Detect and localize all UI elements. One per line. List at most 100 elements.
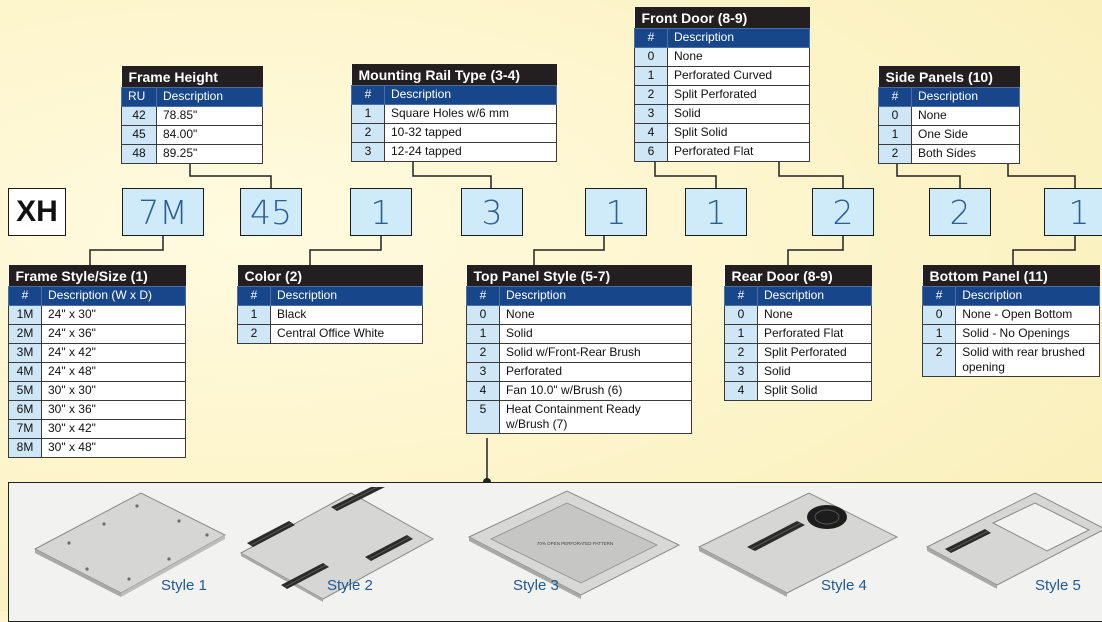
code-box-side-panels: 2 — [929, 188, 991, 236]
style-label: Style 1 — [161, 577, 207, 594]
table-cell: 4 — [634, 123, 668, 143]
style-3-plate-image: 70% OPEN PERFORATED PATTERN — [467, 490, 681, 599]
table-cell: 1M — [8, 305, 42, 325]
table-cell: 10-32 tapped — [384, 123, 557, 143]
table-cell: 6M — [8, 400, 42, 420]
table-cell: Central Office White — [270, 324, 423, 344]
style-4-plate-image — [697, 492, 899, 597]
table-cell: 4 — [724, 381, 758, 401]
top-panel-styles-panel: Style 1 Style 2 70% OPEN PERF — [8, 482, 1102, 622]
table-cell: 30" x 30" — [41, 381, 186, 401]
table-cell: 1 — [237, 305, 271, 325]
table-cell: Split Perforated — [757, 343, 872, 363]
table-cell: 2 — [237, 324, 271, 344]
table-cell: Fan 10.0" w/Brush (6) — [499, 381, 692, 401]
code-box-mounting-rail: 3 — [461, 188, 523, 236]
table-title: Side Panels (10) — [878, 66, 1020, 88]
table-cell: 78.85" — [156, 106, 263, 126]
table-cell: Both Sides — [911, 144, 1020, 164]
code-box-color: 1 — [350, 188, 412, 236]
table-cell: Solid — [667, 104, 810, 124]
table-cell: Perforated Flat — [757, 324, 872, 344]
table-cell: 5M — [8, 381, 42, 401]
table-cell: None — [499, 305, 692, 325]
column-header: Description — [757, 286, 872, 306]
table-cell: 2 — [351, 123, 385, 143]
column-header: # — [724, 286, 758, 306]
table-cell: 3 — [466, 362, 500, 382]
table-cell: 0 — [466, 305, 500, 325]
table-cell: 0 — [921, 305, 957, 325]
code-box-frame-style: 7M — [122, 188, 204, 236]
table-cell: 3 — [724, 362, 758, 382]
table-cell: Solid — [499, 324, 692, 344]
table-cell: Split Solid — [757, 381, 872, 401]
fan-icon — [807, 505, 847, 529]
table-cell: 24" x 48" — [41, 362, 186, 382]
table-cell: 2 — [878, 144, 912, 164]
table-cell: 4M — [8, 362, 42, 382]
style-label: Style 4 — [821, 577, 867, 594]
style-5-item: Style 5 — [921, 483, 1102, 607]
table-cell: 24" x 42" — [41, 343, 186, 363]
column-header: Description — [667, 28, 810, 48]
table-cell: 48 — [121, 144, 157, 164]
code-box-front-door: 1 — [685, 188, 747, 236]
style-1-plate-image — [33, 492, 227, 597]
table-cell: 7M — [8, 419, 42, 439]
code-box-top-panel: 1 — [585, 188, 647, 236]
table-cell: 2 — [634, 85, 668, 105]
table-cell: 30" x 42" — [41, 419, 186, 439]
table-cell: 89.25" — [156, 144, 263, 164]
table-cell: 8M — [8, 438, 42, 458]
table-title: Mounting Rail Type (3-4) — [351, 64, 557, 86]
table-cell: 1 — [466, 324, 500, 344]
column-header: Description — [955, 286, 1100, 306]
table-cell: Solid w/Front-Rear Brush — [499, 343, 692, 363]
table-cell: 2 — [724, 343, 758, 363]
mounting-rail-table: Mounting Rail Type (3-4) # Description 1… — [351, 64, 557, 162]
table-title: Color (2) — [237, 265, 423, 287]
style-3-item: 70% OPEN PERFORATED PATTERN Style 3 — [465, 483, 685, 607]
table-cell: Solid — [757, 362, 872, 382]
style-label: Style 5 — [1035, 577, 1081, 594]
table-cell: Solid - No Openings — [955, 324, 1100, 344]
style-4-item: Style 4 — [693, 483, 903, 607]
column-header: Description — [156, 87, 263, 107]
table-cell: 0 — [878, 106, 912, 126]
table-cell: Perforated Curved — [667, 66, 810, 86]
table-cell: 6 — [634, 142, 668, 162]
table-cell: 1 — [351, 104, 385, 124]
table-cell: 1 — [724, 324, 758, 344]
table-cell: 1 — [878, 125, 912, 145]
table-cell: 2M — [8, 324, 42, 344]
table-cell: 3M — [8, 343, 42, 363]
table-cell: Heat Containment Ready w/Brush (7) — [499, 400, 692, 434]
frame-style-table: Frame Style/Size (1) # Description (W x … — [8, 265, 186, 458]
column-header: # — [237, 286, 271, 306]
code-box-rear-door: 2 — [812, 188, 874, 236]
table-cell: 0 — [724, 305, 758, 325]
table-cell: 30" x 48" — [41, 438, 186, 458]
table-cell: 4 — [466, 381, 500, 401]
table-cell: 1 — [921, 324, 957, 344]
column-header: RU — [121, 87, 157, 107]
table-cell: 0 — [634, 47, 668, 67]
table-cell: Split Perforated — [667, 85, 810, 105]
column-header: # — [921, 286, 957, 306]
style-5-plate-image — [925, 492, 1102, 589]
table-cell: None — [667, 47, 810, 67]
column-header: # — [466, 286, 500, 306]
table-cell: Black — [270, 305, 423, 325]
column-header: Description — [911, 87, 1020, 107]
style-2-plate-image — [239, 487, 435, 602]
column-header: Description — [499, 286, 692, 306]
table-cell: Perforated — [499, 362, 692, 382]
table-cell: 30" x 36" — [41, 400, 186, 420]
table-cell: 24" x 36" — [41, 324, 186, 344]
style-2-item: Style 2 — [235, 483, 435, 607]
